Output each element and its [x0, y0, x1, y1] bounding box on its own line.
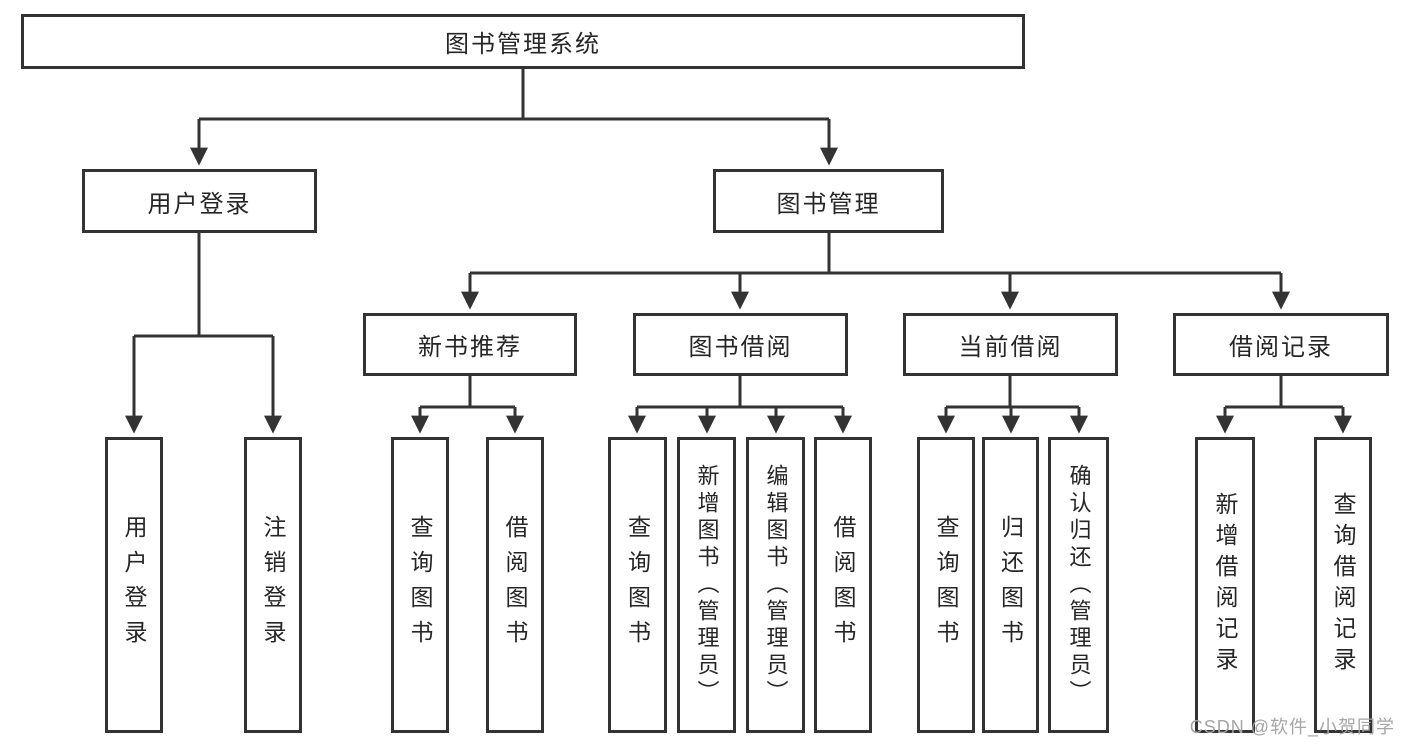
node-library-management-system: 图书管理系统 [21, 14, 1025, 69]
leaf-return-books: 归还图书 [982, 437, 1039, 733]
node-book-borrowing: 图书借阅 [633, 313, 848, 376]
leaf-query-borrow-record: 查询借阅记录 [1314, 437, 1372, 733]
leaf-query-books-borrowing: 查询图书 [608, 437, 667, 733]
leaf-add-books-admin: 新增图书（管理员） [677, 437, 736, 733]
node-borrowing-records: 借阅记录 [1173, 313, 1389, 376]
leaf-logout: 注销登录 [244, 437, 302, 733]
watermark: CSDN @软件_小贺同学 [1189, 717, 1395, 737]
node-new-book-recommendation: 新书推荐 [363, 313, 577, 376]
leaf-user-login: 用户登录 [105, 437, 163, 733]
leaf-borrow-books: 借阅图书 [814, 437, 872, 733]
leaf-add-borrow-record: 新增借阅记录 [1195, 437, 1255, 733]
leaf-confirm-return-admin: 确认归还（管理员） [1048, 437, 1109, 733]
leaf-borrow-books-recommendation: 借阅图书 [486, 437, 544, 733]
node-user-login: 用户登录 [82, 169, 317, 233]
leaf-query-books-recommendation: 查询图书 [391, 437, 449, 733]
leaf-query-books-current: 查询图书 [917, 437, 975, 733]
node-book-management: 图书管理 [713, 169, 944, 233]
node-current-borrowing: 当前借阅 [903, 313, 1118, 376]
leaf-edit-books-admin: 编辑图书（管理员） [746, 437, 805, 733]
